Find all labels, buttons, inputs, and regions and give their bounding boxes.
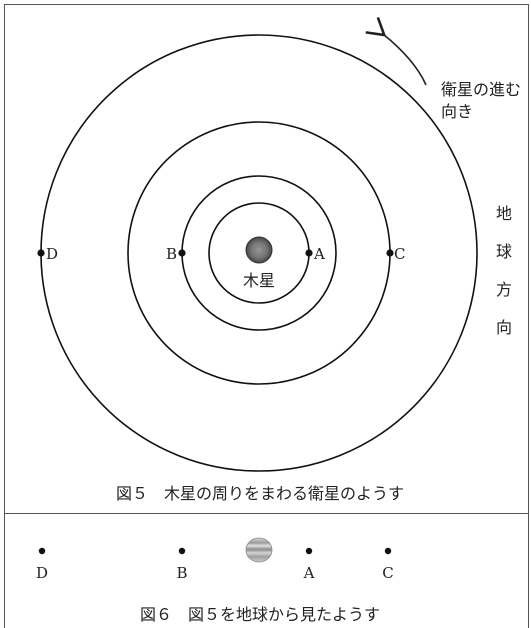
direction-label-line2: 向き: [441, 102, 473, 121]
figure-5-caption: 図５ 木星の周りをまわる衛星のようす: [116, 484, 404, 503]
point-d-dot: [38, 547, 46, 555]
earth-view-diagram: D B A C 図６ 図５を地球から見たようす: [36, 537, 394, 624]
earth-direction-char-2: 球: [496, 242, 512, 261]
moon-d-label: D: [46, 245, 58, 263]
figure-6-panel: D B A C 図６ 図５を地球から見たようす: [4, 514, 529, 628]
point-b-dot: [178, 547, 186, 555]
orbit-diagram: 木星 A B C D 衛星の進む 向き 地 球 方 向 図５ 木星の周りをまわる…: [37, 17, 521, 503]
earth-direction-char-4: 向: [496, 318, 512, 337]
moon-a-dot: [305, 249, 313, 257]
jupiter-label: 木星: [243, 271, 275, 290]
moon-b-dot: [178, 249, 186, 257]
earth-direction-char-1: 地: [496, 204, 512, 223]
direction-label-line1: 衛星の進む: [441, 80, 521, 99]
moon-d-dot: [37, 249, 45, 257]
figure-6-caption: 図６ 図５を地球から見たようす: [140, 605, 380, 624]
moon-c-dot: [386, 249, 394, 257]
direction-arrow: [365, 17, 427, 86]
point-c-label: C: [382, 564, 393, 582]
earth-direction-char-3: 方: [496, 280, 512, 299]
jupiter-earth-view: [245, 537, 273, 563]
point-a-dot: [305, 547, 313, 555]
moon-a-label: A: [313, 245, 325, 263]
figure-5-panel: 木星 A B C D 衛星の進む 向き 地 球 方 向 図５ 木星の周りをまわる…: [4, 4, 529, 514]
point-d-label: D: [36, 564, 48, 582]
point-a-label: A: [303, 564, 315, 582]
moon-c-label: C: [394, 245, 405, 263]
point-b-label: B: [176, 564, 187, 582]
moon-b-label: B: [166, 245, 177, 263]
point-c-dot: [384, 547, 392, 555]
